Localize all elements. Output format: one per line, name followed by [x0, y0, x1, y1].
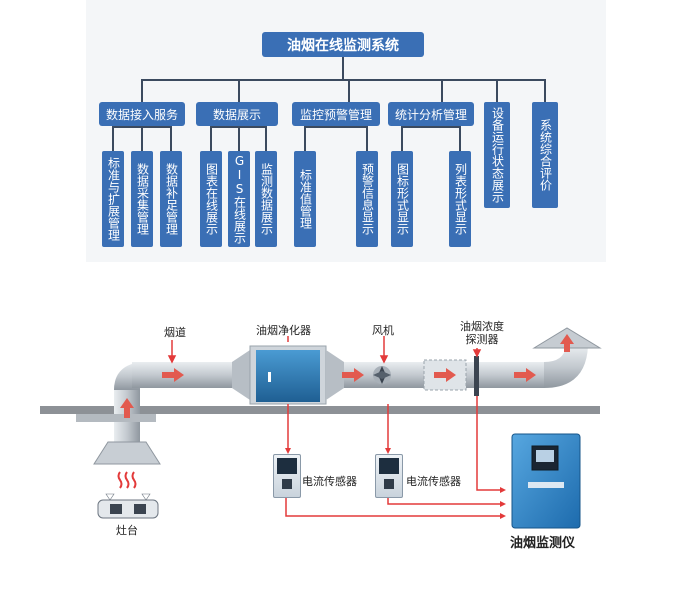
root-stem — [342, 56, 344, 80]
stove-icon — [97, 499, 159, 519]
monitor-cabinet — [511, 433, 581, 529]
heat-icon — [117, 471, 137, 489]
current-sensor-1 — [273, 454, 301, 498]
stem-cat-3 — [348, 79, 350, 103]
system-schematic: 烟道 油烟净化器 风机 油烟浓度 探测器 电流传感器 电流传感器 灶台 油烟监测… — [36, 300, 636, 560]
detector-label: 油烟浓度 探测器 — [460, 320, 504, 346]
sub-stem-1a — [112, 126, 114, 152]
item-gis-online: GIS在线展示 — [228, 151, 250, 247]
sub-bus-4 — [401, 126, 461, 128]
item-data-supplement: 数据补足管理 — [160, 151, 182, 247]
hood-neck — [114, 422, 140, 442]
purifier-body — [256, 350, 320, 402]
pointer-arrows — [167, 336, 482, 364]
flow-arrow-riser — [120, 398, 134, 418]
flow-arrows — [120, 334, 574, 418]
item-monitor-data: 监测数据展示 — [255, 151, 277, 247]
fan-label: 风机 — [372, 324, 394, 337]
sub-stem-3b — [366, 126, 368, 152]
flow-arrow-inlet — [162, 368, 184, 382]
outlet-elbow — [544, 346, 588, 388]
item-chart-format: 图标形式显示 — [391, 151, 413, 247]
item-chart-online: 图表在线展示 — [200, 151, 222, 247]
purifier-handle — [268, 372, 271, 382]
category-device-status: 设备运行状态展示 — [484, 102, 510, 208]
sub-stem-2b — [238, 126, 240, 152]
flow-arrow-up — [560, 334, 574, 352]
hood-base — [76, 414, 156, 422]
sub-stem-1b — [141, 126, 143, 152]
sub-stem-2a — [210, 126, 212, 152]
flow-arrow-exit — [514, 368, 536, 382]
category-data-display: 数据展示 — [196, 102, 278, 126]
sub-stem-3a — [304, 126, 306, 152]
purifier-inlet-taper — [232, 350, 250, 400]
stem-cat-5 — [496, 79, 498, 103]
ceiling-slab — [40, 406, 600, 414]
category-statistics: 统计分析管理 — [388, 102, 474, 126]
category-data-access: 数据接入服务 — [99, 102, 185, 126]
sub-stem-2c — [265, 126, 267, 152]
signal-arrowheads — [285, 448, 506, 519]
item-list-format: 列表形式显示 — [449, 151, 471, 247]
flow-arrow-outlet — [342, 368, 364, 382]
purifier-label: 油烟净化器 — [256, 324, 311, 337]
sub-stem-1c — [170, 126, 172, 152]
sensor-1-label: 电流传感器 — [302, 475, 357, 488]
fan-icon — [373, 366, 391, 384]
flue-label: 烟道 — [164, 326, 186, 339]
schematic-drawing — [40, 327, 602, 529]
burner-arrows — [105, 493, 151, 501]
item-standard-extension: 标准与扩展管理 — [102, 151, 124, 247]
category-bus — [141, 79, 546, 81]
purifier-outlet-taper — [326, 350, 344, 400]
root-node: 油烟在线监测系统 — [262, 32, 424, 57]
item-data-collection: 数据采集管理 — [131, 151, 153, 247]
stem-cat-4 — [441, 79, 443, 103]
detector-probe — [474, 356, 479, 396]
item-standard-value: 标准值管理 — [294, 151, 316, 247]
category-system-evaluation: 系统综合评价 — [532, 102, 558, 208]
sensor-2-label: 电流传感器 — [406, 475, 461, 488]
stem-cat-2 — [238, 79, 240, 103]
monitor-label: 油烟监测仪 — [510, 536, 576, 551]
stem-cat-1 — [141, 79, 143, 103]
sub-bus-3 — [304, 126, 368, 128]
architecture-tree: 油烟在线监测系统 数据接入服务 数据展示 监控预警管理 统计分析管理 设备运行状… — [86, 0, 606, 262]
sub-stem-4b — [459, 126, 461, 152]
current-sensor-2 — [375, 454, 403, 498]
hood-canopy — [93, 441, 161, 465]
flow-arrow-flex — [434, 368, 456, 382]
item-alert-display: 预警信息显示 — [356, 151, 378, 247]
stove-label: 灶台 — [116, 524, 138, 537]
sub-stem-4a — [401, 126, 403, 152]
category-monitor-alert: 监控预警管理 — [292, 102, 380, 126]
stem-cat-6 — [544, 79, 546, 103]
